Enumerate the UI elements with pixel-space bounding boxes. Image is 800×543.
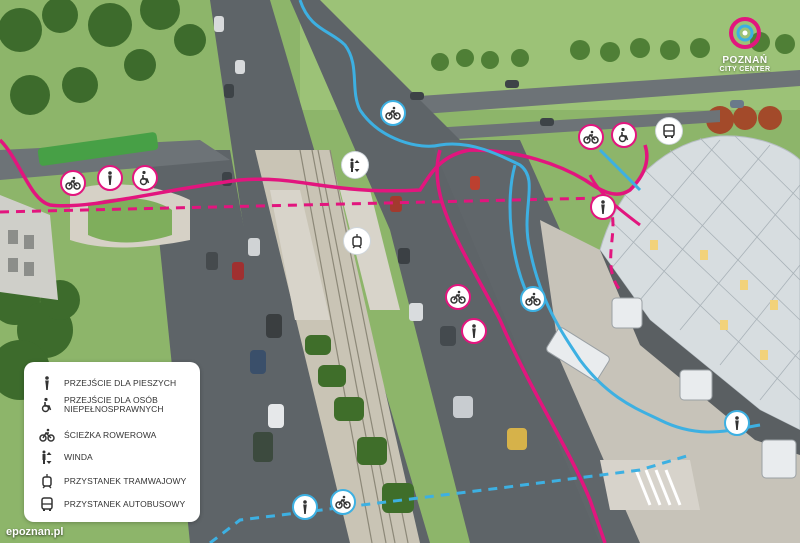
pedestrian-crossing-badge [590,194,616,220]
pedestrian-icon [735,416,739,430]
legend-label: WINDA [64,451,93,462]
pedestrian-icon [472,324,476,338]
bicycle-icon [583,130,599,144]
bicycle-icon [65,176,81,190]
logo-line-1: POZNAŃ [722,55,768,66]
pedestrian-crossing-badge [724,410,750,436]
pedestrian-icon [34,374,60,392]
legend-label: PRZYSTANEK AUTOBUSOWY [64,498,186,509]
bus-icon [663,124,675,138]
pedestrian-crossing-badge [461,318,487,344]
pedestrian-icon [108,171,112,185]
logo-line-2: CITY CENTER [719,66,771,73]
legend-item-bicycle: ŚCIEŻKA ROWEROWA [34,426,156,444]
pedestrian-crossing-badge [292,494,318,520]
poznan-city-center-logo: POZNAŃ CITY CENTER [710,16,780,86]
tram-icon [352,234,362,249]
legend-item-bus: PRZYSTANEK AUTOBUSOWY [34,495,185,513]
bus-icon [34,495,60,513]
bicycle-path-badge [60,170,86,196]
wheelchair-crossing-badge [132,165,158,191]
bicycle-route [298,0,761,434]
legend-item-wheelchair: PRZEJŚCIE DLA OSÓB NIEPEŁNOSPRAWNYCH [34,396,164,414]
tram-icon [34,472,60,490]
legend-label: ŚCIEŻKA ROWEROWA [64,429,157,440]
elevator-badge [342,152,368,178]
legend-label: PRZYSTANEK TRAMWAJOWY [64,475,187,486]
bicycle-path-badge [380,100,406,126]
pedestrian-crossing-badge [97,165,123,191]
bicycle-path-badge [520,286,546,312]
wheelchair-icon [34,396,60,414]
bicycle-path-badge [330,489,356,515]
pedestrian-route-2 [435,149,607,543]
legend-item-tram: PRZYSTANEK TRAMWAJOWY [34,472,186,490]
legend-panel: PRZEJŚCIE DLA PIESZYCH PRZEJŚCIE DLA OSÓ… [24,362,200,522]
wheelchair-icon [139,170,150,186]
bus-stop-badge [656,118,682,144]
legend-item-pedestrian: PRZEJŚCIE DLA PIESZYCH [34,374,176,392]
bicycle-path-badge [578,124,604,150]
bicycle-icon [385,106,401,120]
elevator-icon [34,448,60,466]
bicycle-icon [525,292,541,306]
pedestrian-icon [601,200,605,214]
wheelchair-crossing-badge [611,122,637,148]
tram-stop-badge [344,228,370,254]
bicycle-icon [450,290,466,304]
bicycle-icon [34,426,60,444]
logo-mark-icon [729,17,761,49]
pedestrian-route [0,138,649,208]
pedestrian-icon [303,500,307,514]
legend-label: PRZEJŚCIE DLA PIESZYCH [64,377,177,388]
bicycle-path-badge [445,284,471,310]
legend-label: PRZEJŚCIE DLA OSÓB NIEPEŁNOSPRAWNYCH [64,395,164,414]
watermark: epoznan.pl [6,526,64,538]
elevator-icon [350,158,360,172]
legend-item-elevator: WINDA [34,448,93,466]
bicycle-icon [335,495,351,509]
wheelchair-icon [618,127,629,143]
